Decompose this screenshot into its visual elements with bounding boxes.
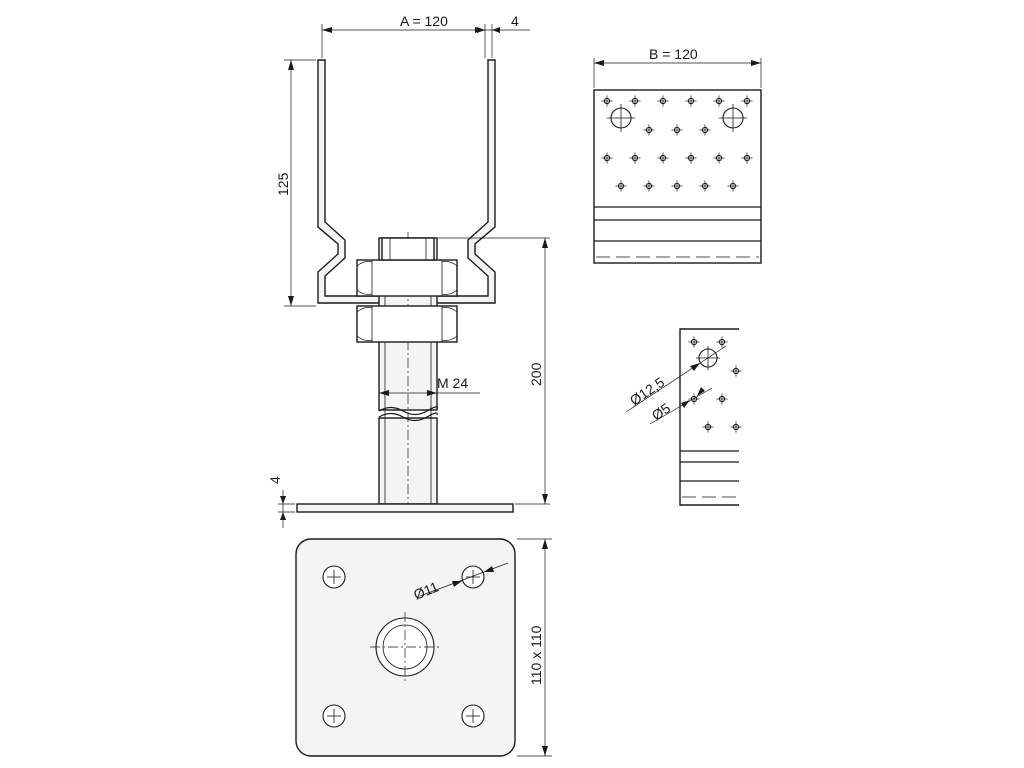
dim-thread-label: M 24 [437, 375, 468, 391]
fork-side-view: B = 120 [593, 46, 762, 264]
dim-width-a-label: A = 120 [400, 13, 448, 29]
dim-thread: M 24 [379, 375, 480, 396]
rod-break-mark [378, 412, 438, 422]
dim-fork-height-label: 125 [275, 172, 291, 196]
base-plate-side [296, 503, 514, 513]
rod-break-mark [378, 406, 438, 416]
detail-small-holes [688, 336, 742, 433]
dim-wall: 4 [477, 13, 530, 58]
dim-plate-thickness: 4 [267, 476, 295, 528]
lower-nut [356, 305, 458, 343]
detail-plate [679, 328, 739, 506]
side-small-holes [601, 95, 753, 192]
u-fork-outline [317, 59, 496, 304]
dim-small-hole-label: Ø5 [649, 400, 674, 424]
dim-total-height: 200 [438, 237, 550, 505]
dim-width-a: A = 120 [321, 13, 486, 58]
base-plate-top-view [295, 538, 516, 757]
u-fork-front-view [317, 59, 496, 304]
upper-nut [356, 237, 458, 297]
fork-detail-view: Ø12,5 Ø5 [625, 328, 742, 506]
dim-fork-height: 125 [275, 59, 316, 307]
dim-total-height-label: 200 [528, 362, 544, 386]
dim-width-b-label: B = 120 [649, 46, 698, 62]
dim-wall-label: 4 [511, 13, 519, 29]
dim-plate-thickness-label: 4 [267, 476, 283, 484]
dim-plate-size: 110 x 110 [517, 538, 552, 757]
dim-plate-size-label: 110 x 110 [528, 625, 544, 685]
